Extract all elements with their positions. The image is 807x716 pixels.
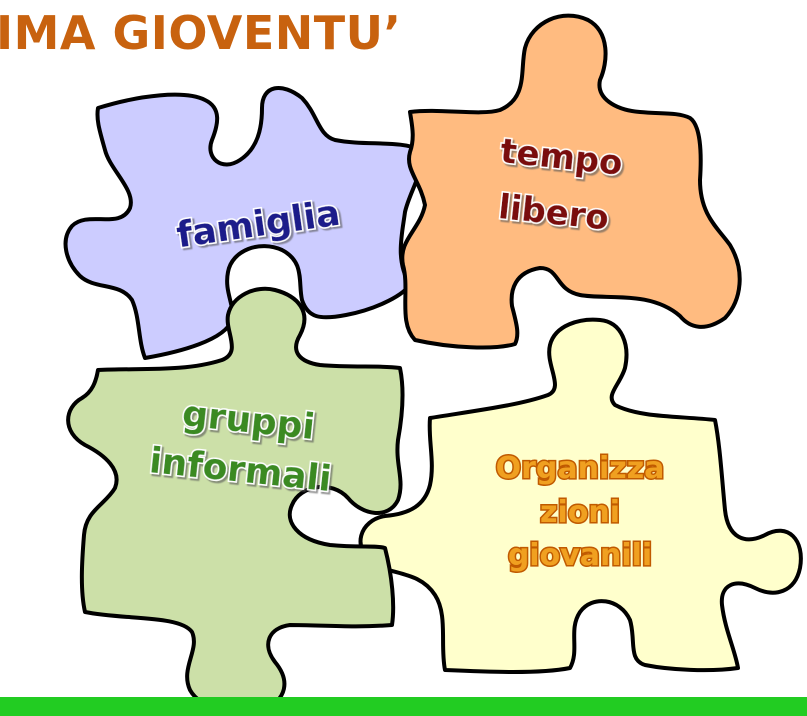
piece-shape-famiglia	[63, 86, 424, 360]
piece-shape-tempo-libero	[400, 13, 742, 350]
puzzle-piece-gruppi-informali: gruppi informali	[66, 286, 405, 714]
piece-shape-organizzazioni	[358, 317, 803, 674]
piece-shape-gruppi-informali	[66, 286, 405, 714]
puzzle-piece-tempo-libero: tempo libero	[400, 13, 742, 350]
label-giovanili: giovanili	[508, 538, 652, 573]
slide-title: IMA GIOVENTU’	[0, 6, 402, 60]
label-zioni: zioni	[540, 495, 620, 530]
label-organizza: Organizza	[496, 451, 665, 486]
puzzle-piece-famiglia: famiglia	[63, 86, 424, 360]
bottom-bar	[0, 697, 807, 716]
puzzle-piece-organizzazioni-giovanili: Organizza zioni giovanili	[358, 317, 803, 674]
